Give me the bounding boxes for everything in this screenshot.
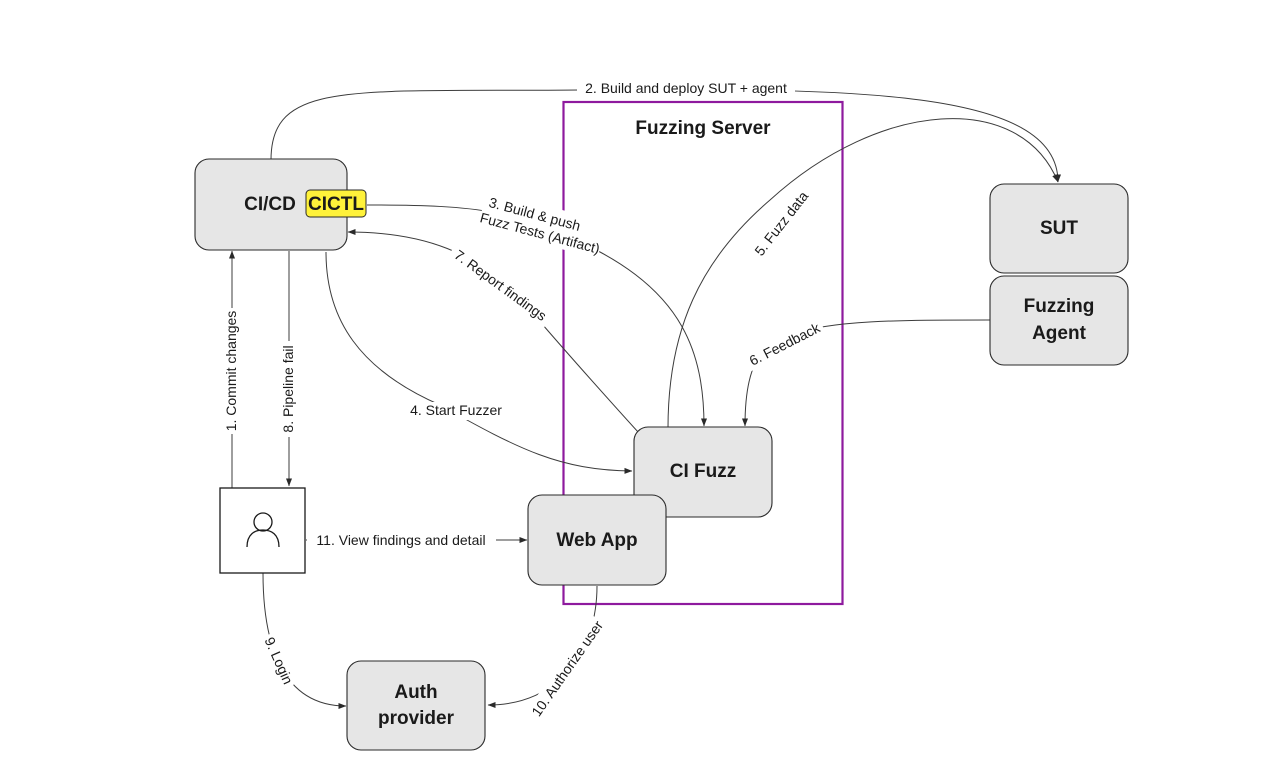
fuzzing-agent-label-line2: Agent [1032, 323, 1087, 344]
user-node[interactable] [219, 487, 306, 574]
ci-fuzz-node[interactable]: CI Fuzz [633, 426, 773, 518]
label-authorize-user-text: 10. Authorize user [528, 617, 606, 719]
label-commit-changes: 1. Commit changes [222, 308, 240, 434]
label-build-deploy-text: 2. Build and deploy SUT + agent [585, 80, 787, 96]
label-start-fuzzer: 4. Start Fuzzer [408, 402, 506, 420]
web-app-node[interactable]: Web App [527, 494, 667, 586]
auth-provider-node[interactable]: Auth provider [346, 660, 486, 751]
sut-node[interactable]: SUT [989, 183, 1129, 274]
label-authorize-user: 10. Authorize user [526, 615, 608, 722]
label-feedback-text: 6. Feedback [747, 319, 824, 369]
ci-fuzz-label: CI Fuzz [670, 461, 737, 482]
cictl-badge[interactable]: CICTL [305, 189, 367, 218]
label-build-deploy: 2. Build and deploy SUT + agent [577, 79, 795, 97]
fuzzing-agent-label-line1: Fuzzing [1024, 296, 1095, 317]
sut-label: SUT [1040, 218, 1078, 239]
fuzzing-agent-node[interactable]: Fuzzing Agent [989, 275, 1129, 366]
cicd-node[interactable]: CI/CD [194, 158, 348, 251]
fuzzing-server-container: Fuzzing Server [562, 100, 844, 606]
fuzzing-server-title: Fuzzing Server [635, 118, 771, 139]
edge-start-fuzzer [325, 251, 633, 474]
cicd-label: CI/CD [244, 194, 296, 215]
label-build-push: 3. Build & push Fuzz Tests (Artifact) [477, 189, 608, 259]
label-login-text: 9. Login [261, 635, 296, 687]
label-pipeline-fail-text: 8. Pipeline fail [280, 345, 296, 432]
label-login: 9. Login [259, 631, 299, 690]
label-feedback: 6. Feedback [743, 317, 827, 372]
label-pipeline-fail: 8. Pipeline fail [279, 341, 297, 437]
label-view-findings-text: 11. View findings and detail [316, 532, 485, 548]
label-fuzz-data: 5. Fuzz data [749, 186, 813, 261]
label-start-fuzzer-text: 4. Start Fuzzer [410, 402, 502, 418]
label-report-findings: 7. Report findings [446, 242, 555, 328]
cictl-label: CICTL [308, 194, 364, 215]
edge-build-push [366, 204, 708, 427]
label-fuzz-data-text: 5. Fuzz data [751, 188, 811, 259]
edge-fuzz-data [667, 118, 1059, 429]
person-icon [246, 512, 280, 548]
label-report-findings-text: 7. Report findings [451, 246, 549, 323]
web-app-label: Web App [556, 530, 637, 551]
label-view-findings: 11. View findings and detail [307, 531, 496, 549]
auth-provider-label-line2: provider [378, 708, 455, 729]
auth-provider-label-line1: Auth [394, 682, 437, 703]
label-commit-changes-text: 1. Commit changes [223, 311, 239, 432]
